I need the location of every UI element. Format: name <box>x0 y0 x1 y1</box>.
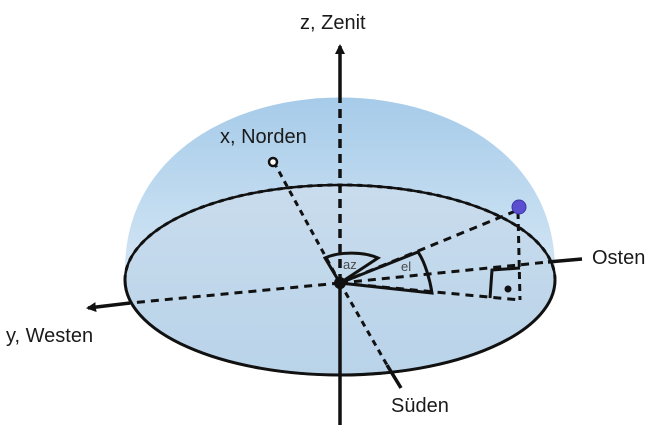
right-angle-marker <box>488 266 521 299</box>
right-angle-dot <box>504 285 512 293</box>
west-axis-solid <box>86 301 131 313</box>
east-axis-dashed <box>339 260 549 285</box>
label-azimuth: az <box>343 257 357 272</box>
east-axis-solid <box>547 257 583 264</box>
azimuth-arc <box>322 251 382 286</box>
elevation-arc <box>339 250 434 295</box>
north-axis-end <box>267 156 279 168</box>
origin-point <box>334 277 346 289</box>
label-elevation: el <box>401 259 411 274</box>
south-axis-solid <box>385 364 403 389</box>
star-marker <box>511 199 527 215</box>
south-axis-dashed <box>338 282 389 366</box>
label-east: Osten <box>592 247 645 269</box>
star-vertical-drop <box>516 211 522 301</box>
label-west: y, Westen <box>6 325 93 347</box>
label-north: x, Norden <box>220 126 307 148</box>
label-south: Süden <box>391 395 449 417</box>
west-axis-dashed <box>129 281 341 305</box>
label-zenith: z, Zenit <box>300 12 366 34</box>
